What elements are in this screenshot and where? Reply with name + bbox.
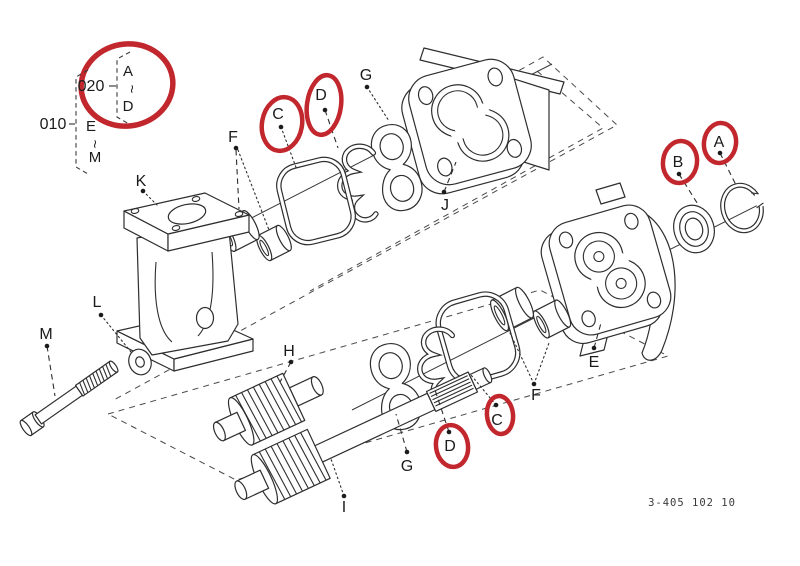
part-l-washer bbox=[128, 348, 152, 376]
part-j-pump-body bbox=[401, 47, 565, 195]
label-dot-B bbox=[676, 171, 682, 177]
part-h-idler-gear bbox=[212, 372, 324, 446]
label-dot-D-bottom bbox=[446, 429, 452, 435]
label-text-L: L bbox=[93, 294, 102, 311]
label-dot-M bbox=[44, 343, 50, 349]
label-dot-G-top bbox=[364, 84, 370, 90]
label-highlight-D-top bbox=[304, 72, 344, 138]
label-text-A: A bbox=[714, 134, 725, 151]
label-highlight-A bbox=[701, 120, 739, 166]
part-g-plate-top bbox=[370, 124, 423, 212]
label-leader-M-0 bbox=[46, 345, 56, 397]
label-text-H: H bbox=[283, 343, 295, 360]
part-k-mounting-bracket bbox=[116, 192, 254, 372]
label-text-C-bottom: C bbox=[491, 412, 503, 429]
label-dot-E bbox=[591, 345, 597, 351]
label-leader-F-bottom-0 bbox=[509, 332, 535, 385]
label-leader-J-0 bbox=[443, 161, 457, 193]
legend-letter-010-0: E bbox=[86, 118, 96, 135]
label-dot-L bbox=[98, 312, 104, 318]
part-f-bushing-rear-2 bbox=[532, 299, 572, 339]
label-dot-C-top bbox=[278, 124, 284, 130]
label-text-D-bottom: D bbox=[444, 438, 456, 455]
label-dot-D-top bbox=[322, 107, 328, 113]
part-i-drive-gear bbox=[234, 367, 493, 505]
label-leader-B-0 bbox=[678, 173, 700, 207]
label-leader-K-0 bbox=[142, 190, 158, 206]
label-leader-F-bottom-1 bbox=[533, 342, 550, 385]
part-e-pump-cover bbox=[540, 182, 676, 361]
label-text-D-top: D bbox=[315, 87, 327, 104]
label-leader-A-0 bbox=[719, 152, 737, 186]
label-dot-A bbox=[717, 150, 723, 156]
label-leader-F-top-0 bbox=[235, 149, 240, 210]
label-text-M: M bbox=[39, 326, 52, 343]
label-leader-G-top-0 bbox=[366, 86, 390, 122]
label-leader-E-0 bbox=[593, 322, 602, 349]
lower-kit-boundary bbox=[106, 289, 670, 481]
label-text-G-bottom: G bbox=[401, 458, 413, 475]
part-a-snap-ring bbox=[720, 182, 768, 234]
label-leader-I-0 bbox=[330, 458, 345, 497]
label-leader-D-bottom-0 bbox=[433, 386, 450, 433]
label-text-F-bottom: F bbox=[531, 387, 541, 404]
label-dot-F-bottom bbox=[531, 381, 537, 387]
label-text-F-top: F bbox=[228, 129, 238, 146]
part-c-gasket-top bbox=[276, 156, 356, 246]
legend-letter-020-1: ~ bbox=[123, 85, 140, 94]
label-leader-F-top-1 bbox=[237, 149, 270, 231]
label-text-C-top: C bbox=[272, 106, 284, 123]
label-highlight-B bbox=[660, 138, 700, 186]
part-b-oil-seal bbox=[673, 204, 715, 254]
label-dot-C-bottom bbox=[493, 402, 499, 408]
label-highlight-D-bottom bbox=[433, 422, 471, 470]
label-text-I: I bbox=[342, 499, 346, 516]
label-dot-J bbox=[441, 189, 447, 195]
legend-bracket-020 bbox=[116, 51, 131, 125]
label-dot-K bbox=[140, 188, 146, 194]
label-highlight-C-top bbox=[259, 94, 305, 154]
label-text-G-top: G bbox=[360, 67, 372, 84]
legend-letter-010-2: M bbox=[89, 149, 102, 166]
pump-cover-top-tab bbox=[595, 182, 626, 205]
legend-bracket-010 bbox=[75, 69, 89, 175]
label-dot-G-bottom bbox=[404, 449, 410, 455]
label-leader-L-0 bbox=[100, 314, 132, 353]
legend-code-020: 020 bbox=[78, 78, 105, 95]
label-leader-H-0 bbox=[279, 361, 292, 383]
part-labels: K F C D G J B A E F C D G H I L M bbox=[39, 67, 739, 516]
legend-letter-020-2: D bbox=[123, 98, 134, 115]
label-text-J: J bbox=[441, 197, 449, 214]
label-text-E: E bbox=[589, 354, 600, 371]
label-text-B: B bbox=[673, 154, 684, 171]
part-m-bolt bbox=[19, 360, 119, 437]
legend-highlight-020 bbox=[78, 41, 176, 129]
upper-kit-boundary-inner bbox=[309, 70, 604, 292]
drawing-code: 3-405 102 10 bbox=[648, 497, 736, 509]
part-d-retainer-top bbox=[336, 143, 379, 223]
part-f-bushing-front-2 bbox=[256, 224, 292, 262]
legend-letter-020-0: A bbox=[123, 63, 133, 80]
label-text-K: K bbox=[136, 173, 147, 190]
label-dot-I bbox=[341, 493, 347, 499]
label-leader-G-bottom-0 bbox=[395, 413, 408, 453]
legend-letter-010-1: ~ bbox=[86, 140, 103, 149]
label-dot-H bbox=[288, 359, 294, 365]
label-highlight-C-bottom bbox=[484, 393, 516, 437]
legend-code-010: 010 bbox=[40, 116, 67, 133]
label-dot-F-top bbox=[233, 145, 239, 151]
